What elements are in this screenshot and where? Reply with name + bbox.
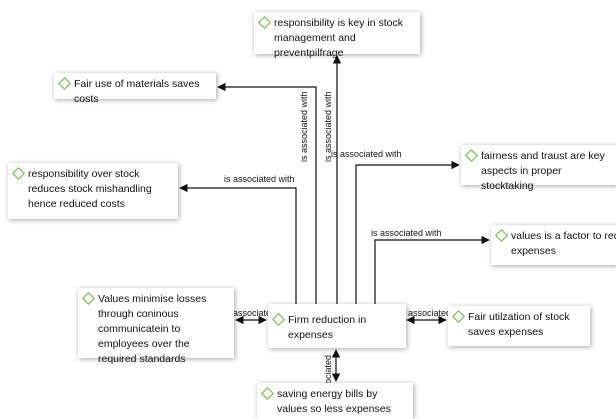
edge-label-saving-energy: ociated — [323, 355, 333, 384]
green-diamond-icon — [272, 313, 285, 326]
green-diamond-icon — [495, 229, 508, 242]
green-diamond-icon — [58, 77, 71, 90]
edge-line-values-factor — [374, 235, 490, 305]
node-values-factor[interactable]: values is a factor to reduce expenses — [491, 225, 616, 265]
node-responsibility-key[interactable]: responsibility is key in stock managemen… — [254, 12, 420, 59]
green-diamond-icon — [12, 167, 25, 180]
node-firm-reduction[interactable]: Firm reduction in expenses — [268, 304, 406, 348]
node-label: responsibility is key in stock managemen… — [274, 17, 403, 59]
green-diamond-icon — [261, 387, 274, 400]
green-diamond-icon — [452, 310, 465, 323]
node-values-minimise[interactable]: Values minimise losses through coninous … — [78, 288, 234, 365]
edge-label-fair-use: is associated with — [299, 91, 309, 162]
node-label: Fair utilzation of stock saves expenses — [468, 311, 570, 338]
edge-label-fairness-trust: is associated with — [331, 149, 402, 159]
edge-line-responsibility-stock — [179, 183, 297, 305]
node-label: Fair use of materials saves costs — [74, 78, 200, 105]
edge-line-fairness-trust — [355, 160, 460, 305]
edge-line-fair-use — [217, 82, 317, 305]
green-diamond-icon — [465, 149, 478, 162]
edge-label-values-factor: is associated with — [371, 228, 442, 238]
green-diamond-icon — [258, 16, 271, 29]
green-diamond-icon — [82, 292, 95, 305]
edge-label-responsibility-stock: is associated with — [224, 174, 295, 184]
node-label: Values minimise losses through coninous … — [98, 293, 207, 365]
edge-label-responsibility-key: is associated with — [323, 91, 333, 162]
edge-label-values-minimise: associated ’ — [233, 308, 281, 318]
node-label: values is a factor to reduce expenses — [511, 230, 616, 257]
node-label: fairness and traust are key aspects in p… — [481, 150, 605, 192]
node-fair-use[interactable]: Fair use of materials saves costs — [54, 73, 216, 105]
node-label: responsibility over stock reduces stock … — [28, 168, 152, 210]
node-fairness-trust[interactable]: fairness and traust are key aspects in p… — [461, 145, 616, 192]
node-saving-energy[interactable]: saving energy bills by values so less ex… — [257, 383, 413, 419]
node-responsibility-stock[interactable]: responsibility over stock reduces stock … — [8, 163, 178, 219]
node-label: Firm reduction in expenses — [288, 314, 367, 341]
node-fair-utilization[interactable]: Fair utilzation of stock saves expenses — [448, 306, 590, 346]
node-label: saving energy bills by values so less ex… — [277, 388, 391, 415]
edge-label-fair-utilization: associated w — [408, 308, 461, 318]
